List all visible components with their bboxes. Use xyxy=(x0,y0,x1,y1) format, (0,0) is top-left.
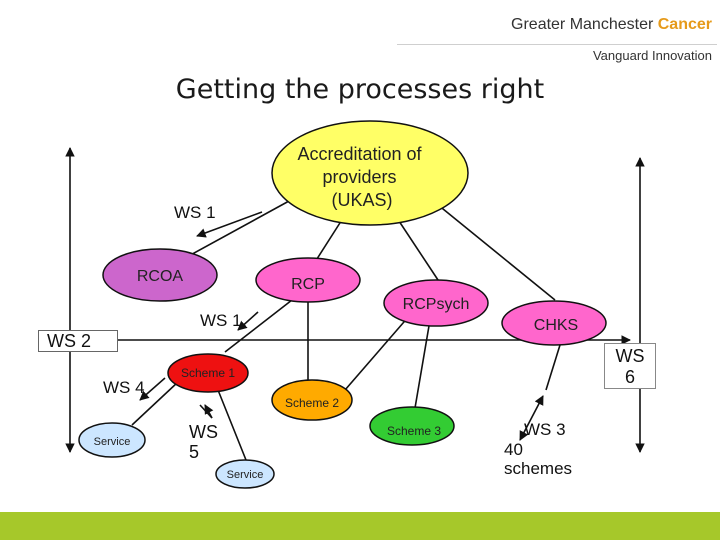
scheme1-ellipse xyxy=(167,353,249,393)
service-mid-label: Service xyxy=(227,469,264,481)
rcp-ellipse xyxy=(255,257,361,303)
scheme3-label: Scheme 3 xyxy=(387,424,441,438)
rcoa-label: RCOA xyxy=(137,268,184,285)
ws2-label: WS 2 xyxy=(38,330,118,352)
service-left-ellipse xyxy=(78,422,146,458)
chks-ellipse xyxy=(501,300,607,346)
brand-prefix: Greater Manchester xyxy=(511,16,654,33)
scheme2-node: Scheme 2 xyxy=(271,379,353,421)
scheme3-ellipse xyxy=(369,406,455,446)
slide-title: Getting the processes right xyxy=(175,74,545,105)
ws1-top-label: WS 1 xyxy=(174,203,216,222)
ukas-label-line-3: (UKAS) xyxy=(331,190,392,210)
ws1-mid-arrow xyxy=(237,311,259,331)
footer-bar xyxy=(0,512,720,540)
line-ukas-rcpsych xyxy=(394,214,441,284)
nodes: Accreditation of providers (UKAS) RCOA R… xyxy=(78,120,607,489)
ukas-node: Accreditation of providers (UKAS) xyxy=(271,120,469,226)
ukas-label-line-1: Accreditation of xyxy=(297,144,422,164)
scheme2-label: Scheme 2 xyxy=(285,396,339,410)
ws1-top-arrow xyxy=(196,211,263,238)
ws2-label-text: WS 2 xyxy=(47,331,92,351)
rcpsych-label: RCPsych xyxy=(403,296,470,313)
scheme1-node: Scheme 1 xyxy=(167,353,249,393)
rcp-node: RCP xyxy=(255,257,361,303)
ws5-label: WS 5 xyxy=(189,422,218,462)
ws3-arrow xyxy=(519,395,544,441)
rcpsych-node: RCPsych xyxy=(383,279,489,327)
rcoa-node: RCOA xyxy=(102,248,218,302)
line-rcpsych-scheme3 xyxy=(414,319,431,409)
service-left-node: Service xyxy=(78,422,146,458)
rcpsych-ellipse xyxy=(383,279,489,327)
forty-schemes-label: 40 schemes xyxy=(504,440,573,478)
header-divider xyxy=(397,44,717,45)
scheme2-ellipse xyxy=(271,379,353,421)
brand-accent: Cancer xyxy=(657,16,712,33)
scheme1-label: Scheme 1 xyxy=(181,366,235,380)
rcoa-ellipse xyxy=(102,248,218,302)
ws4-label: WS 4 xyxy=(103,378,145,397)
service-left-label: Service xyxy=(94,436,131,448)
line-ukas-rcoa xyxy=(184,194,301,259)
ws6-label: WS 6 xyxy=(604,343,656,389)
chks-node: CHKS xyxy=(501,300,607,346)
scheme3-node: Scheme 3 xyxy=(369,406,455,446)
rcp-label: RCP xyxy=(291,276,325,293)
line-rcp-scheme1 xyxy=(224,299,293,353)
line-scheme1-service-mid xyxy=(217,389,247,461)
line-rcpsych-scheme2 xyxy=(344,314,411,391)
line-ukas-chks xyxy=(431,199,556,301)
chks-ws3-connector xyxy=(545,344,561,391)
line-scheme1-service-left xyxy=(131,381,179,426)
ws1-mid-label: WS 1 xyxy=(200,311,242,330)
ukas-ellipse xyxy=(271,120,469,226)
tagline: Vanguard Innovation xyxy=(592,48,712,63)
ukas-label: Accreditation of providers (UKAS) xyxy=(297,144,426,210)
ws5-arrow xyxy=(204,404,214,419)
chks-label: CHKS xyxy=(534,317,578,334)
service-mid-ellipse xyxy=(215,459,275,489)
ws3-label: WS 3 xyxy=(524,420,566,439)
service-mid-node: Service xyxy=(215,459,275,489)
brand-header: Greater Manchester Cancer xyxy=(511,16,712,34)
ws4-arrow xyxy=(139,377,166,401)
connectors xyxy=(131,194,556,461)
ukas-label-line-2: providers xyxy=(322,167,396,187)
